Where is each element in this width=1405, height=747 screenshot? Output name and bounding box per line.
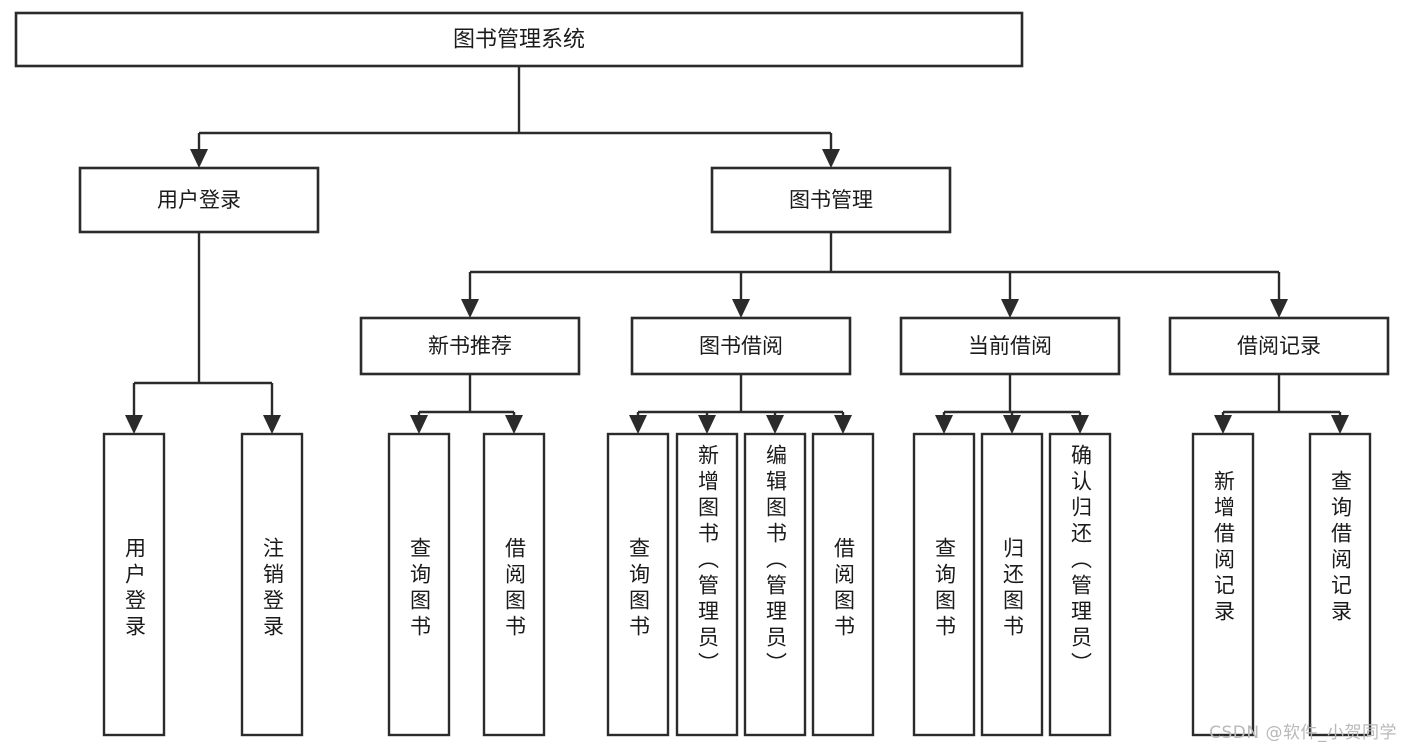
node-new-book-recommend-label: 新书推荐 (428, 334, 512, 358)
node-book-manage-label: 图书管理 (789, 188, 873, 212)
node-leaf-return-book[interactable] (980, 432, 1044, 737)
node-boxes (14, 11, 1390, 737)
node-current-borrow-label: 当前借阅 (968, 334, 1052, 358)
node-leaf-query-book-3[interactable] (912, 432, 976, 737)
node-user-login[interactable] (78, 166, 320, 234)
arrow-head-icon (1270, 299, 1288, 318)
arrow-head-icon (190, 149, 208, 168)
node-borrow-record-label: 借阅记录 (1237, 334, 1321, 358)
node-leaf-add-record[interactable] (1191, 432, 1255, 737)
node-book-borrow[interactable] (630, 316, 852, 376)
arrow-head-icon (629, 415, 647, 434)
arrow-head-icon (410, 415, 428, 434)
node-leaf-query-record[interactable] (1308, 432, 1372, 737)
arrow-head-icon (1001, 299, 1019, 318)
node-leaf-query-book-1[interactable] (387, 432, 451, 737)
node-leaf-add-book[interactable] (675, 432, 739, 737)
node-book-borrow-label: 图书借阅 (699, 334, 783, 358)
arrow-head-icon (125, 415, 143, 434)
node-leaf-query-book-2[interactable] (606, 432, 670, 737)
connector-lines (125, 66, 1349, 434)
node-leaf-edit-book[interactable] (743, 432, 807, 737)
arrow-head-icon (1071, 415, 1089, 434)
node-root-label: 图书管理系统 (453, 28, 585, 53)
node-book-manage[interactable] (710, 166, 952, 234)
arrow-head-icon (505, 415, 523, 434)
arrow-head-icon (1214, 415, 1232, 434)
arrow-head-icon (834, 415, 852, 434)
node-borrow-record[interactable] (1168, 316, 1390, 376)
node-leaf-user-login[interactable] (102, 432, 166, 737)
node-new-book-recommend[interactable] (359, 316, 581, 376)
node-leaf-logout[interactable] (240, 432, 304, 737)
node-user-login-label: 用户登录 (157, 188, 241, 212)
node-root[interactable] (14, 11, 1024, 68)
arrow-head-icon (822, 149, 840, 168)
node-leaf-confirm-return[interactable] (1048, 432, 1112, 737)
node-leaf-borrow-book-2[interactable] (811, 432, 875, 737)
arrow-head-icon (1003, 415, 1021, 434)
arrow-head-icon (766, 415, 784, 434)
node-current-borrow[interactable] (899, 316, 1121, 376)
arrow-head-icon (263, 415, 281, 434)
watermark: CSDN @软件_小贺同学 (1209, 723, 1397, 743)
arrow-head-icon (935, 415, 953, 434)
arrow-head-icon (1331, 415, 1349, 434)
arrow-head-icon (698, 415, 716, 434)
arrow-head-icon (461, 299, 479, 318)
arrow-head-icon (732, 299, 750, 318)
node-leaf-borrow-book-1[interactable] (482, 432, 546, 737)
